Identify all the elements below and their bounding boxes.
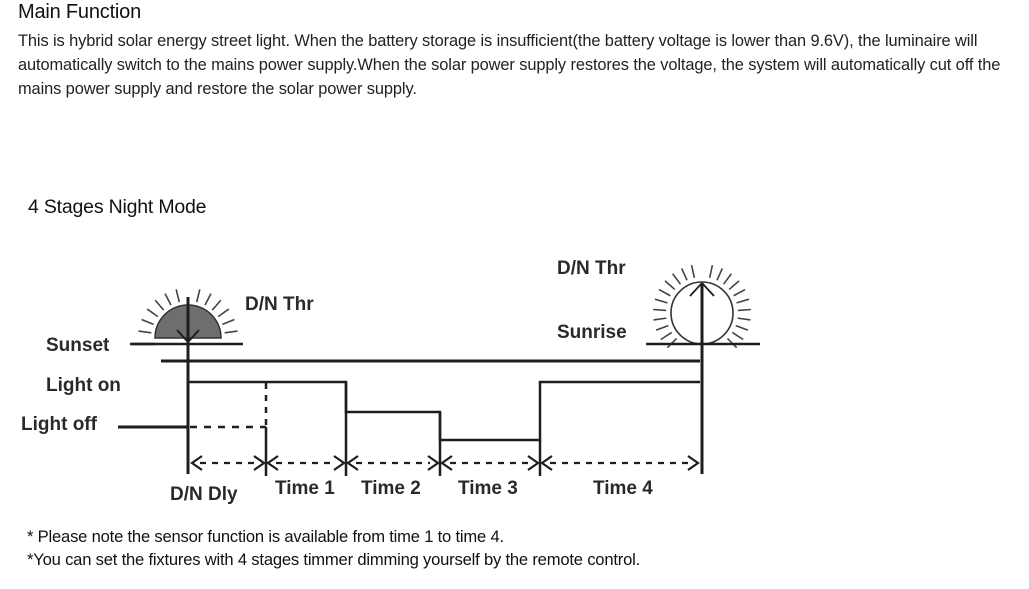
sun-ray [154,299,165,311]
sun-ray [654,298,668,304]
time-4-label: Time 4 [593,478,653,499]
night-mode-title: 4 Stages Night Mode [28,196,207,218]
time-1-label: Time 1 [275,478,335,499]
dn-thr-right-label: D/N Thr [557,258,626,279]
stage-duration-arrow [266,455,346,471]
sun-ray [138,330,152,334]
sunrise-label: Sunrise [557,322,627,343]
sun-ray [653,317,667,321]
stage-duration-arrow [346,455,440,471]
sun-ray [224,330,238,334]
main-function-description: This is hybrid solar energy street light… [18,32,1001,98]
sun-ray [146,308,159,318]
dn-thr-left-label: D/N Thr [245,294,314,315]
light-on-label: Light on [46,375,121,396]
sun-ray [680,268,688,281]
main-function-title: Main Function [18,1,142,23]
sun-ray [655,324,669,331]
sun-ray [722,273,733,285]
note-sensor: * Please note the sensor function is ava… [27,527,504,546]
sun-ray [164,293,172,306]
sun-ray [660,331,673,341]
stage-duration-arrow [540,455,700,471]
stage-duration-arrow [440,455,540,471]
sunset-label: Sunset [46,335,110,356]
sun-ray [195,289,201,303]
time-2-label: Time 2 [361,478,421,499]
light-off-label: Light off [21,414,98,435]
sun-ray [217,308,230,318]
sun-ray [728,280,740,291]
stage-duration-arrow [190,455,266,471]
sun-ray [671,273,682,285]
note-remote: *You can set the fixtures with 4 stages … [27,550,641,569]
sun-ray [733,288,746,297]
sun-ray [141,318,154,326]
sun-ray [731,331,744,341]
sun-ray [204,293,212,306]
sun-ray [175,289,181,303]
sun-ray [716,268,724,281]
sun-ray [222,318,235,326]
time-3-label: Time 3 [458,478,518,499]
sun-ray [708,264,714,278]
sun-ray [211,299,222,311]
dn-dly-label: D/N Dly [170,484,238,505]
sun-ray [690,264,696,278]
sun-ray [736,298,750,304]
sun-ray [664,280,676,291]
sun-ray [737,308,751,312]
sun-ray [658,288,671,297]
sun-ray [653,308,667,312]
sun-ray [735,324,749,331]
sun-ray [737,317,751,321]
